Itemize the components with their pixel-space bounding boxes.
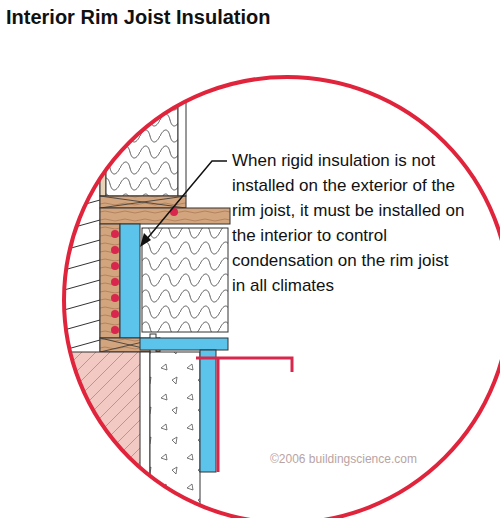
title: Interior Rim Joist Insulation	[6, 6, 270, 29]
watermark: ©2006 buildingscience.com	[270, 452, 417, 466]
callout-note-text: When rigid insulation is not installed o…	[232, 151, 464, 295]
watermark-text: ©2006 buildingscience.com	[270, 452, 417, 466]
callout-note: When rigid insulation is not installed o…	[232, 148, 466, 298]
title-text: Interior Rim Joist Insulation	[6, 6, 270, 28]
